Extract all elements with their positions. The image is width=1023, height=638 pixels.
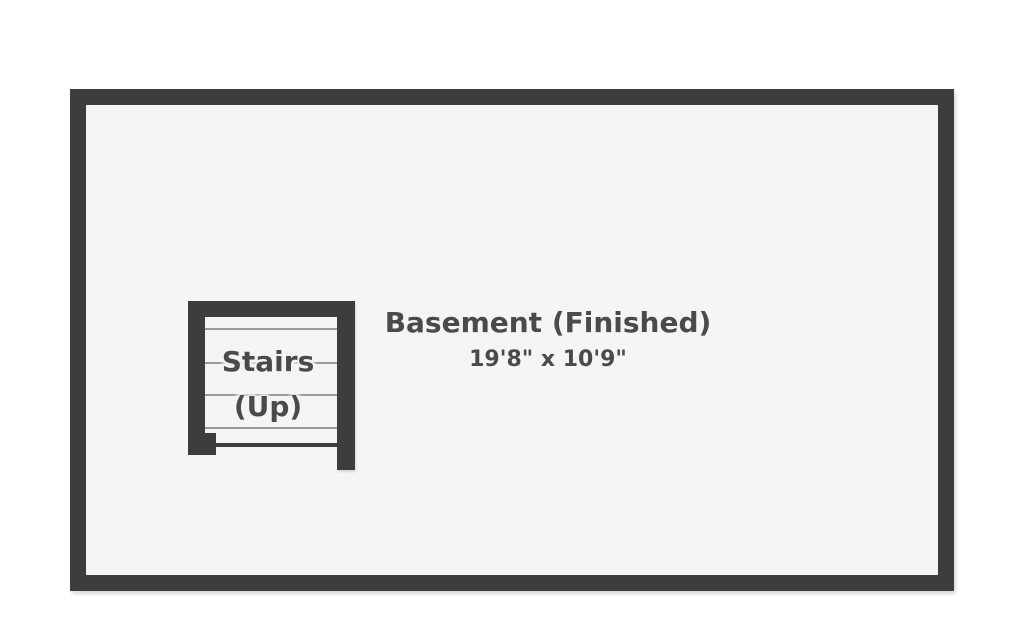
stairs-wall-right — [337, 301, 355, 470]
stair-tread-line — [205, 362, 337, 364]
stairs-wall-foot — [188, 433, 216, 455]
room-name: Basement (Finished) — [384, 306, 712, 339]
room-label: Basement (Finished) 19'8" x 10'9" — [348, 305, 748, 375]
stairs-wall-left — [188, 301, 205, 455]
stair-tread-line — [205, 328, 337, 330]
stair-tread-line — [205, 394, 337, 396]
stairs-label-line1: Stairs — [221, 345, 315, 378]
staircase: Stairs (Up) — [188, 301, 355, 470]
room-dimensions: 19'8" x 10'9" — [469, 347, 627, 372]
stairs-label: Stairs (Up) — [188, 339, 348, 429]
stairs-bottom-edge — [205, 443, 337, 447]
stair-tread-line — [205, 427, 337, 429]
stairs-label-line2: (Up) — [233, 390, 303, 423]
stairs-wall-top — [188, 301, 355, 317]
basement-room-outline — [70, 89, 954, 591]
